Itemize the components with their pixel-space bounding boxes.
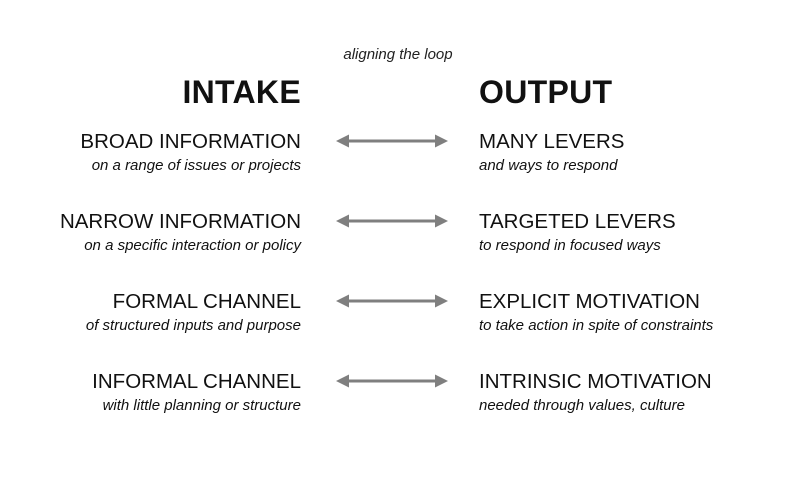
diagram-subtitle: aligning the loop — [343, 46, 453, 63]
pairing-row-narrow-information: NARROW INFORMATION on a specific interac… — [0, 209, 796, 269]
intake-item-description: of structured inputs and purpose — [85, 317, 301, 334]
intake-heading: INTAKE — [182, 74, 301, 110]
intake-item-description: on a specific interaction or policy — [84, 237, 301, 254]
double-headed-arrow-icon — [336, 374, 448, 388]
intake-item: BROAD INFORMATION on a range of issues o… — [80, 129, 301, 176]
output-item-title: EXPLICIT MOTIVATION — [479, 290, 700, 313]
output-item-description: to take action in spite of constraints — [479, 317, 714, 334]
pairing-row-informal-channel: INFORMAL CHANNEL with little planning or… — [0, 369, 796, 429]
output-item-title: TARGETED LEVERS — [479, 210, 676, 233]
intake-item: INFORMAL CHANNEL with little planning or… — [92, 369, 301, 416]
output-heading: OUTPUT — [479, 74, 613, 110]
intake-item-title: INFORMAL CHANNEL — [92, 370, 301, 393]
output-item-description: to respond in focused ways — [479, 237, 661, 254]
output-item-description: needed through values, culture — [479, 397, 685, 414]
output-item-title: INTRINSIC MOTIVATION — [479, 370, 712, 393]
output-item-title: MANY LEVERS — [479, 130, 625, 153]
intake-item-title: BROAD INFORMATION — [80, 130, 301, 153]
intake-item-title: FORMAL CHANNEL — [112, 290, 301, 313]
output-item: MANY LEVERS and ways to respond — [479, 129, 624, 176]
intake-item: NARROW INFORMATION on a specific interac… — [60, 209, 301, 256]
double-headed-arrow-icon — [336, 214, 448, 228]
output-item: TARGETED LEVERS to respond in focused wa… — [479, 209, 676, 256]
intake-item-description: with little planning or structure — [102, 397, 301, 414]
output-item-description: and ways to respond — [479, 157, 618, 174]
pairing-row-formal-channel: FORMAL CHANNEL of structured inputs and … — [0, 289, 796, 349]
output-item: EXPLICIT MOTIVATION to take action in sp… — [479, 289, 713, 336]
output-item: INTRINSIC MOTIVATION needed through valu… — [479, 369, 712, 416]
double-headed-arrow-icon — [336, 134, 448, 148]
intake-item-title: NARROW INFORMATION — [59, 210, 301, 233]
pairing-row-broad-information: BROAD INFORMATION on a range of issues o… — [0, 129, 796, 189]
intake-item-description: on a range of issues or projects — [91, 157, 301, 174]
double-headed-arrow-icon — [336, 294, 448, 308]
intake-item: FORMAL CHANNEL of structured inputs and … — [86, 289, 301, 336]
